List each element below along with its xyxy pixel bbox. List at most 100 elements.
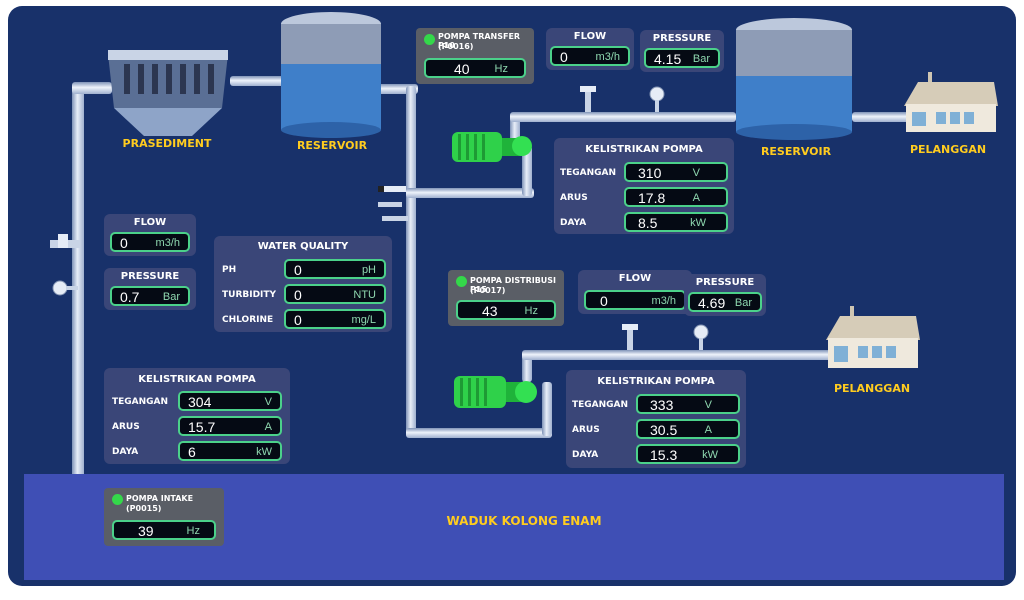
distribusi-line-pipe bbox=[522, 350, 832, 360]
kelistrikan-transfer-title: KELISTRIKAN POMPA bbox=[585, 144, 703, 155]
transfer-pump-icon[interactable] bbox=[446, 126, 536, 168]
pompa-transfer-name: POMPA TRANSFER P10 bbox=[438, 32, 521, 50]
distribusi-flow-meter-icon bbox=[622, 324, 638, 350]
intake-pressure-title: PRESSURE bbox=[120, 271, 180, 282]
tegangan-label: TEGANGAN bbox=[112, 397, 169, 407]
distribusi-up-pipe bbox=[542, 382, 552, 436]
ph-label: PH bbox=[222, 265, 237, 275]
transfer-arus-label: ARUS bbox=[560, 193, 588, 203]
distribusi-flow-title: FLOW bbox=[618, 273, 652, 284]
chlorine-label: CHLORINE bbox=[222, 315, 274, 325]
pelanggan-2-label: PELANGGAN bbox=[833, 382, 911, 395]
distribusi-pump-icon[interactable] bbox=[448, 370, 538, 414]
prasediment-tank bbox=[108, 50, 228, 136]
distribusi-outlet-riser bbox=[522, 352, 532, 382]
transfer-flow-meter-icon bbox=[580, 86, 596, 112]
distribusi-pressure-gauge-icon bbox=[693, 324, 709, 350]
water-quality-title: WATER QUALITY bbox=[257, 241, 349, 252]
intake-pressure-gauge-icon bbox=[52, 280, 78, 296]
transfer-outlet-riser bbox=[510, 114, 520, 150]
reservoir-1-tank bbox=[281, 12, 381, 138]
prasediment-reservoir-pipe bbox=[230, 76, 288, 86]
pompa-transfer-status-indicator bbox=[424, 34, 435, 45]
transfer-pressure-title: PRESSURE bbox=[652, 33, 712, 44]
kelistrikan-distribusi-title: KELISTRIKAN POMPA bbox=[597, 376, 715, 387]
scada-dashboard: PRASEDIMENT RESERVOIR RESERVOIR PELANGGA… bbox=[8, 6, 1016, 586]
bottom-return-pipe bbox=[406, 428, 552, 438]
reservoir-1-label: RESERVOIR bbox=[296, 139, 368, 152]
turbidity-label: TURBIDITY bbox=[222, 290, 277, 300]
transfer-pump-riser bbox=[522, 146, 532, 196]
pompa-intake-id: (P0015) bbox=[126, 504, 162, 513]
distribusi-tegangan-label: TEGANGAN bbox=[572, 400, 629, 410]
reservoir-2-tank bbox=[736, 18, 852, 140]
transfer-tegangan-label: TEGANGAN bbox=[560, 168, 617, 178]
water-quality-sensors-icon bbox=[378, 186, 408, 221]
pompa-transfer-id: (P0016) bbox=[438, 42, 474, 51]
intake-flow-meter-icon bbox=[50, 234, 80, 248]
transfer-daya-label: DAYA bbox=[560, 218, 587, 228]
reservoir2-pelanggan-pipe bbox=[852, 112, 912, 122]
main-vertical-pipe bbox=[406, 86, 416, 436]
waduk-label: WADUK KOLONG ENAM bbox=[446, 514, 602, 528]
pompa-intake-name: POMPA INTAKE bbox=[126, 494, 194, 503]
arus-label: ARUS bbox=[112, 422, 140, 432]
reservoir-2-label: RESERVOIR bbox=[760, 145, 832, 158]
pelanggan-2-house bbox=[826, 306, 920, 368]
pompa-intake-status-indicator bbox=[112, 494, 123, 505]
pompa-distribusi-name: POMPA DISTRIBUSI P15 bbox=[470, 276, 557, 294]
transfer-line-pipe bbox=[510, 112, 736, 122]
prasediment-label: PRASEDIMENT bbox=[122, 137, 212, 150]
intake-top-pipe bbox=[72, 82, 112, 94]
reservoir-outlet-pipe bbox=[378, 84, 418, 94]
distribusi-pressure-title: PRESSURE bbox=[695, 277, 755, 288]
intake-flow-title: FLOW bbox=[133, 217, 167, 228]
pompa-distribusi-status-indicator bbox=[456, 276, 467, 287]
kelistrikan-intake-title: KELISTRIKAN POMPA bbox=[138, 374, 256, 385]
transfer-flow-title: FLOW bbox=[573, 31, 607, 42]
pompa-distribusi-id: (P0017) bbox=[470, 286, 506, 295]
pelanggan-1-house bbox=[904, 72, 998, 132]
transfer-pressure-gauge-icon bbox=[649, 86, 665, 112]
daya-label: DAYA bbox=[112, 447, 139, 457]
transfer-feed-pipe bbox=[406, 188, 534, 198]
distribusi-arus-label: ARUS bbox=[572, 425, 600, 435]
pelanggan-1-label: PELANGGAN bbox=[909, 143, 987, 156]
intake-vertical-pipe bbox=[72, 86, 84, 536]
distribusi-daya-label: DAYA bbox=[572, 450, 599, 460]
